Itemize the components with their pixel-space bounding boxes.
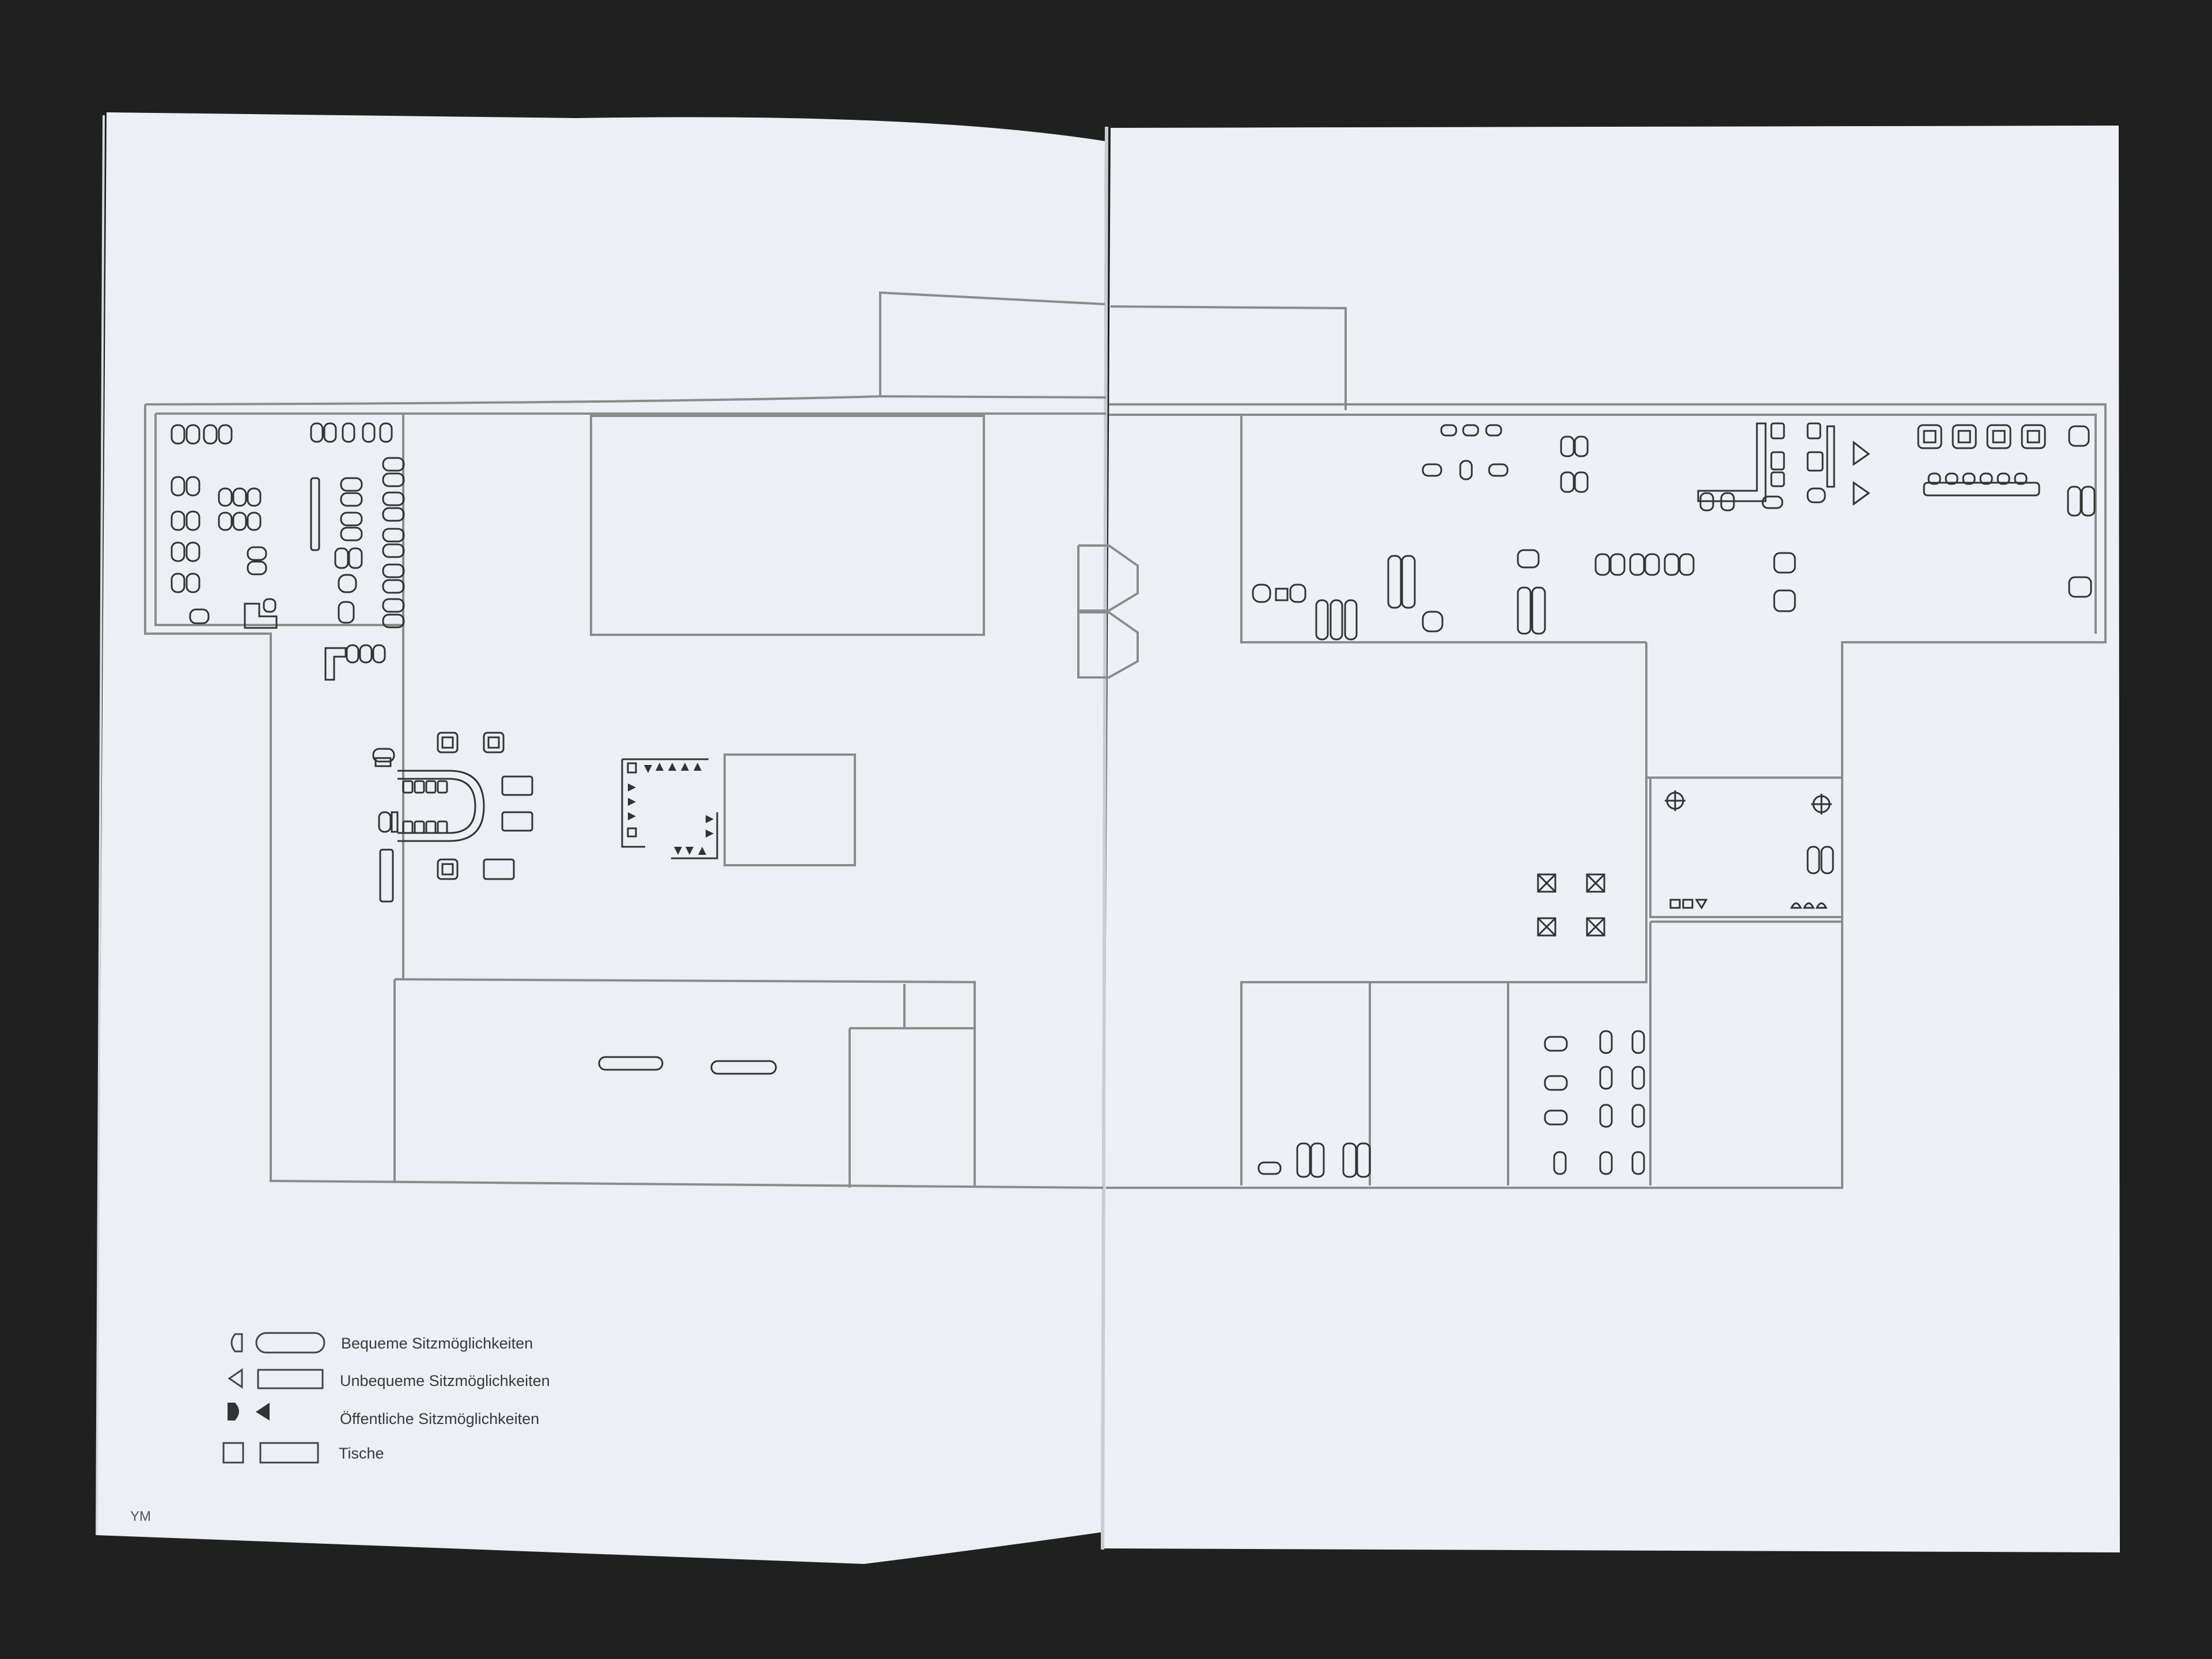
legend-item-tables: Tische	[222, 1442, 384, 1464]
legend-item-comfortable: Bequeme Sitzmöglichkeiten	[230, 1332, 533, 1354]
uncomfortable-seat-icon	[228, 1368, 243, 1389]
seat-cluster-right-top	[1252, 422, 2096, 641]
booklet	[96, 112, 2120, 1564]
legend: Bequeme Sitzmöglichkeiten Unbequeme Sitz…	[222, 1332, 550, 1464]
seating-symbols	[171, 422, 2096, 1178]
left-page	[97, 112, 1105, 1564]
legend-label-tables: Tische	[339, 1445, 384, 1462]
legend-label-public: Öffentliche Sitzmöglichkeiten	[340, 1410, 539, 1427]
floor-plan-walls	[144, 291, 2107, 1189]
table-square-icon	[222, 1442, 244, 1464]
seat-cluster-left-top	[171, 422, 405, 681]
right-page	[1103, 126, 2120, 1552]
legend-label-uncomfortable: Unbequeme Sitzmöglichkeiten	[340, 1372, 550, 1389]
legend-label-comfortable: Bequeme Sitzmöglichkeiten	[341, 1335, 533, 1352]
author-initials: YM	[130, 1509, 151, 1524]
page-spine	[1101, 126, 1108, 1550]
public-seat-filled-icon	[228, 1403, 239, 1421]
benches-bottom-left	[598, 1056, 777, 1075]
left-page-edge	[96, 115, 105, 1536]
seat-cluster-lounge	[372, 732, 533, 903]
seat-cluster-right-rooms	[1665, 790, 1834, 910]
comfortable-seat-icon	[230, 1333, 243, 1353]
legend-item-uncomfortable: Unbequeme Sitzmöglichkeiten	[228, 1368, 550, 1389]
uncomfortable-bench-icon	[257, 1369, 324, 1389]
seat-cluster-right-bottom	[1257, 1030, 1645, 1178]
public-triangle-filled-icon	[256, 1403, 270, 1421]
seat-cluster-right-middle	[1537, 873, 1605, 937]
seat-cluster-square-booth	[621, 758, 718, 859]
comfortable-bench-icon	[255, 1332, 325, 1354]
legend-item-public: Öffentliche Sitzmöglichkeiten	[228, 1403, 539, 1427]
table-rect-icon	[259, 1442, 319, 1464]
